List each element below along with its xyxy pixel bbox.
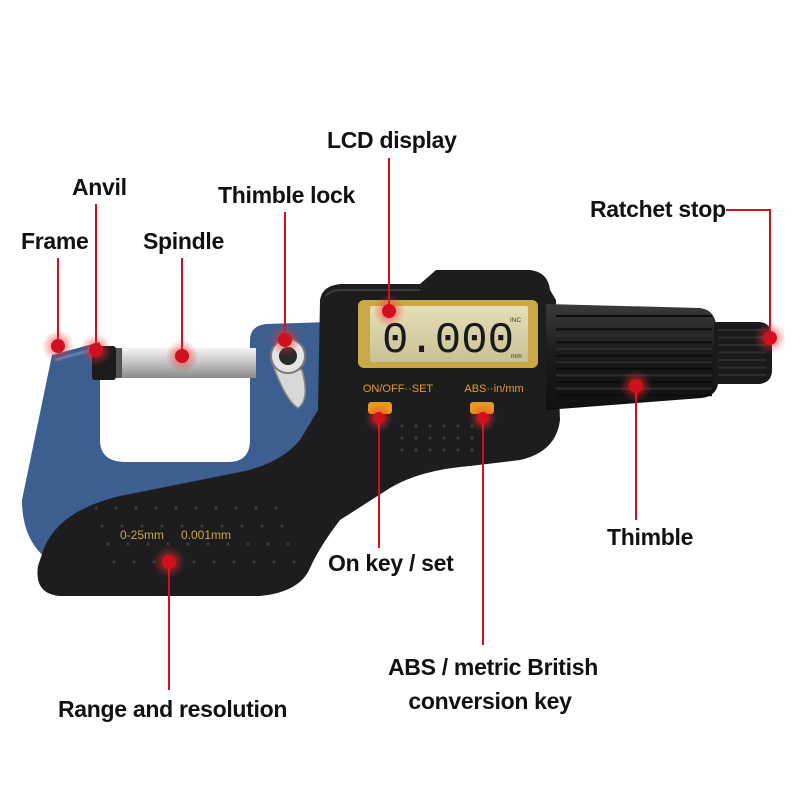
grip-dot	[260, 524, 264, 528]
thimble-body	[546, 304, 718, 410]
grip-dot	[220, 524, 224, 528]
grip-dot	[246, 542, 250, 546]
grip-dot	[132, 560, 136, 564]
grip-dot	[428, 436, 432, 440]
marker-frame	[42, 330, 74, 362]
grip-dot	[266, 542, 270, 546]
label-anvil: Anvil	[72, 174, 127, 200]
grip-dot	[232, 560, 236, 564]
grip-dot	[174, 506, 178, 510]
marker-ratchet	[754, 322, 786, 354]
grip-dot	[470, 448, 474, 452]
grip-dot	[414, 448, 418, 452]
label-range-resolution: Range and resolution	[58, 696, 288, 722]
label-abs-key: ABS / metric British conversion key	[388, 650, 598, 718]
lcd-screen	[370, 306, 528, 362]
grip-dot	[286, 542, 290, 546]
grip-dot	[192, 560, 196, 564]
grip-dot	[414, 436, 418, 440]
grip-dot	[252, 560, 256, 564]
label-ratchet-stop: Ratchet stop	[590, 196, 726, 222]
label-on-key-set: On key / set	[328, 550, 454, 576]
label-thimble-lock: Thimble lock	[218, 182, 355, 208]
grip-dot	[234, 506, 238, 510]
grip-dot	[442, 448, 446, 452]
grip-dot	[186, 542, 190, 546]
grip-dot	[140, 524, 144, 528]
grip-dot	[400, 448, 404, 452]
grip-dot	[442, 436, 446, 440]
grip-dot	[456, 448, 460, 452]
grip-dot	[206, 542, 210, 546]
grip-dot	[154, 506, 158, 510]
lcd-reading: 0.000	[382, 316, 514, 366]
grip-dot	[160, 524, 164, 528]
marker-abs-key	[469, 404, 497, 432]
leader-ratchet	[726, 209, 771, 338]
marker-dots	[42, 295, 786, 578]
marker-lcd	[373, 295, 405, 327]
grip-dot	[120, 524, 124, 528]
grip-dot	[100, 524, 104, 528]
grip-dot	[254, 506, 258, 510]
grip-dot	[94, 506, 98, 510]
grip-dot	[400, 436, 404, 440]
grip-dot	[114, 506, 118, 510]
grip-dot	[146, 542, 150, 546]
grip-dot	[240, 524, 244, 528]
leader-lines	[57, 158, 771, 690]
grip-dot	[442, 424, 446, 428]
grip-dot	[470, 436, 474, 440]
grip-dot	[214, 506, 218, 510]
grip-dot	[106, 542, 110, 546]
label-abs-key-line2: conversion key	[408, 688, 572, 714]
grip-dot	[134, 506, 138, 510]
marker-on-key	[365, 404, 393, 432]
grip-dot	[428, 448, 432, 452]
spindle-edge	[116, 348, 122, 378]
button-left-caption: ON/OFF··SET	[363, 383, 434, 395]
body-highlight	[325, 289, 420, 297]
label-spindle: Spindle	[143, 228, 224, 254]
grip-dot	[292, 560, 296, 564]
grip-dot	[274, 506, 278, 510]
grip-dot	[212, 560, 216, 564]
grip-dot	[166, 542, 170, 546]
lcd-unit-mm: mm	[511, 353, 522, 360]
label-lcd-display: LCD display	[327, 127, 457, 153]
label-thimble: Thimble	[607, 524, 694, 550]
grip-dot	[428, 424, 432, 428]
button-right-caption: ABS··in/mm	[464, 383, 523, 395]
lcd-unit-inch: INC	[510, 317, 522, 324]
frame-resolution: 0.001mm	[181, 528, 231, 542]
frame-range: 0-25mm	[120, 528, 164, 542]
grip-dot	[280, 524, 284, 528]
grip-dot	[456, 424, 460, 428]
grip-dot	[414, 424, 418, 428]
grip-dot	[194, 506, 198, 510]
grip-dot	[456, 436, 460, 440]
label-abs-key-line1: ABS / metric British	[388, 654, 598, 680]
grip-dot	[180, 524, 184, 528]
grip-dot	[126, 542, 130, 546]
grip-dot	[272, 560, 276, 564]
grip-dot	[112, 560, 116, 564]
grip-dot	[226, 542, 230, 546]
marker-thimble-lock	[269, 324, 301, 356]
marker-thimble	[620, 370, 652, 402]
marker-spindle	[166, 340, 198, 372]
grip-dot	[200, 524, 204, 528]
label-frame: Frame	[21, 228, 89, 254]
grip-dot	[400, 424, 404, 428]
marker-anvil	[80, 334, 112, 366]
marker-range	[153, 546, 185, 578]
